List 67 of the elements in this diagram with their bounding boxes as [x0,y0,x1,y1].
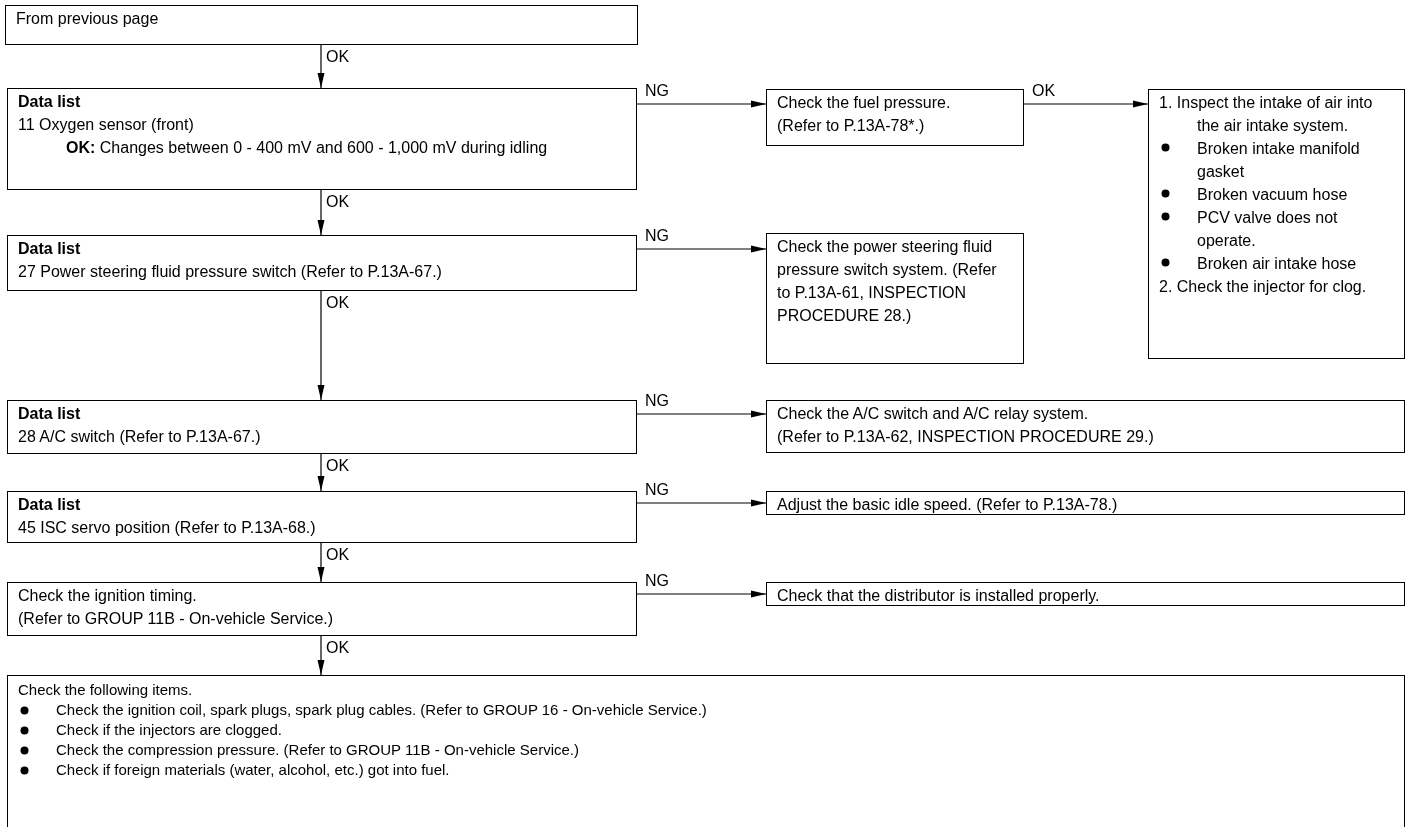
list-item: Check the ignition coil, spark plugs, spark plug cables. (Refer to GROUP 16 - On-vehicle Service.) [56,700,707,720]
process-box [7,88,637,190]
edge-label: OK [1032,81,1056,101]
edge-label: NG [645,571,669,591]
process-box [7,582,637,636]
process-box [5,5,638,45]
list-item: Check if foreign materials (water, alcohol, etc.) got into fuel. [56,760,450,780]
list-item: Broken air intake hose [1197,254,1357,274]
arrow [317,44,325,89]
box-text: (Refer to P.13A-78*.) [777,116,926,136]
list-item: Broken vacuum hose [1197,185,1348,205]
edge-label: OK [326,638,350,658]
process-box [7,400,637,454]
process-box [766,400,1405,453]
process-box [766,491,1405,515]
box-text: Check the A/C switch and A/C relay system. [777,404,1090,424]
box-text: Check the power steering fluid pressure switch system. (Refer to P.13A-61, INSPECTION PROCEDURE 28.) [777,237,998,326]
edge-label: OK [326,293,350,313]
process-box [7,491,637,543]
box-text: (Refer to GROUP 11B - On-vehicle Service.) [18,609,335,629]
arrow [1023,100,1149,108]
box-heading: Data list [18,495,82,515]
arrow [317,635,325,676]
process-box [7,235,637,291]
box-heading: Data list [18,92,82,112]
arrow [636,499,767,507]
edge-label: OK [326,456,350,476]
box-text: 2. Check the injector for clog. [1159,277,1368,297]
process-box [766,582,1405,606]
arrow [636,590,767,598]
box-text: Check the following items. [18,680,194,700]
box-text: From previous page [16,9,160,29]
process-box [7,675,1405,827]
arrow [317,542,325,583]
box-text: 28 A/C switch (Refer to P.13A-67.) [18,427,262,447]
arrow [317,189,325,236]
process-box [1148,89,1405,359]
edge-label: NG [645,81,669,101]
edge-label: NG [645,391,669,411]
list-item: PCV valve does not operate. [1197,208,1339,251]
edge-label: OK [326,47,350,67]
arrow [317,290,325,401]
arrow [636,245,767,253]
edge-label: OK [326,545,350,565]
arrow [636,100,767,108]
list-item: Check if the injectors are clogged. [56,720,282,740]
box-heading: Data list [18,239,82,259]
box-text: Check the ignition timing. [18,586,198,606]
box-text: Check that the distributor is installed properly. [777,586,1101,606]
box-heading: Data list [18,404,82,424]
arrow [317,453,325,492]
box-text: 1. Inspect the intake of air into the air intake system. [1159,93,1374,136]
box-text: (Refer to P.13A-62, INSPECTION PROCEDURE 29.) [777,427,1155,447]
edge-label: NG [645,480,669,500]
edge-label: OK [326,192,350,212]
box-text: 11 Oxygen sensor (front) [18,115,195,135]
list-item: Broken intake manifold gasket [1197,139,1361,182]
box-text: Adjust the basic idle speed. (Refer to P.13A-78.) [777,495,1119,515]
edge-label: NG [645,226,669,246]
list-item: Check the compression pressure. (Refer to GROUP 11B - On-vehicle Service.) [56,740,579,760]
box-text: 45 ISC servo position (Refer to P.13A-68.) [18,518,317,538]
arrow [636,410,767,418]
box-text: OK: Changes between 0 - 400 mV and 600 - 1,000 mV during idling [65,138,549,158]
box-text: Check the fuel pressure. [777,93,952,113]
box-text: 27 Power steering fluid pressure switch (Refer to P.13A-67.) [18,262,443,282]
process-box [766,233,1024,364]
process-box [766,89,1024,146]
